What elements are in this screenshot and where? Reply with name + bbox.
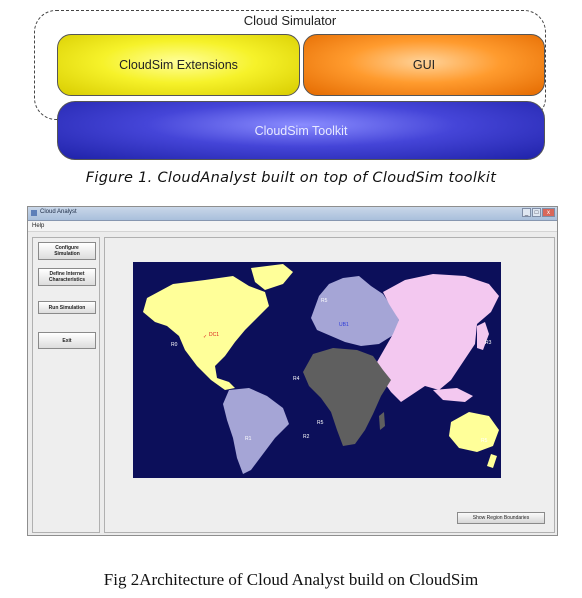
run-simulation-button[interactable]: Run Simulation bbox=[38, 301, 96, 314]
cloudsim-toolkit-box: CloudSim Toolkit bbox=[57, 101, 545, 160]
datacenter-marker-check: ✓ bbox=[203, 334, 207, 340]
north-america-landmass bbox=[143, 276, 269, 390]
app-icon bbox=[31, 210, 37, 216]
datacenter-marker[interactable]: ✓ DC1 bbox=[203, 332, 219, 340]
cloud-simulator-label: Cloud Simulator bbox=[243, 13, 337, 28]
europe-landmass bbox=[311, 276, 399, 346]
minimize-button[interactable]: _ bbox=[522, 208, 531, 217]
asia-landmass bbox=[377, 274, 499, 402]
africa-landmass bbox=[303, 348, 391, 446]
userbase-marker-label: UB1 bbox=[339, 322, 349, 328]
australia-landmass bbox=[449, 412, 499, 452]
datacenter-marker-label: DC1 bbox=[209, 332, 219, 338]
exit-button[interactable]: Exit bbox=[38, 332, 96, 349]
indonesia-landmass bbox=[433, 388, 473, 402]
main-panel: R0 R1 R2 R3 R4 R5 R5 R5 ✓ DC1 UB1 Show R… bbox=[104, 237, 555, 533]
madagascar-landmass bbox=[379, 412, 385, 430]
region-label-r5-2: R5 bbox=[317, 420, 324, 426]
south-america-landmass bbox=[223, 388, 289, 474]
region-label-r2: R2 bbox=[303, 434, 310, 440]
menu-help[interactable]: Help bbox=[32, 223, 45, 229]
cloud-analyst-window: Cloud Analyst _ □ x Help Configure Simul… bbox=[27, 206, 558, 536]
show-region-boundaries-button[interactable]: Show Region Boundaries bbox=[457, 512, 545, 524]
greenland-landmass bbox=[251, 264, 293, 290]
close-button[interactable]: x bbox=[542, 208, 555, 217]
window-title: Cloud Analyst bbox=[40, 209, 77, 215]
region-label-r1: R1 bbox=[245, 436, 252, 442]
figure1-caption: Figure 1. CloudAnalyst built on top of C… bbox=[85, 170, 497, 186]
left-control-panel: Configure Simulation Define Internet Cha… bbox=[32, 237, 100, 533]
region-label-r0: R0 bbox=[171, 342, 178, 348]
world-map: R0 R1 R2 R3 R4 R5 R5 R5 ✓ DC1 UB1 bbox=[133, 262, 501, 478]
new-zealand-landmass bbox=[487, 454, 497, 468]
userbase-marker[interactable]: UB1 bbox=[339, 322, 349, 328]
figure2-caption: Fig 2Architecture of Cloud Analyst build… bbox=[103, 570, 479, 589]
region-label-r5: R5 bbox=[321, 298, 328, 304]
region-label-r4: R4 bbox=[293, 376, 300, 382]
maximize-button[interactable]: □ bbox=[532, 208, 541, 217]
menu-bar: Help bbox=[28, 221, 557, 232]
gui-box: GUI bbox=[303, 34, 545, 96]
window-titlebar[interactable]: Cloud Analyst _ □ x bbox=[28, 207, 557, 221]
region-label-r5-3: R5 bbox=[481, 438, 488, 444]
japan-landmass bbox=[477, 322, 489, 350]
region-label-r3: R3 bbox=[485, 340, 492, 346]
define-internet-characteristics-button[interactable]: Define Internet Characteristics bbox=[38, 268, 96, 286]
cloudsim-extensions-box: CloudSim Extensions bbox=[57, 34, 300, 96]
configure-simulation-button[interactable]: Configure Simulation bbox=[38, 242, 96, 260]
